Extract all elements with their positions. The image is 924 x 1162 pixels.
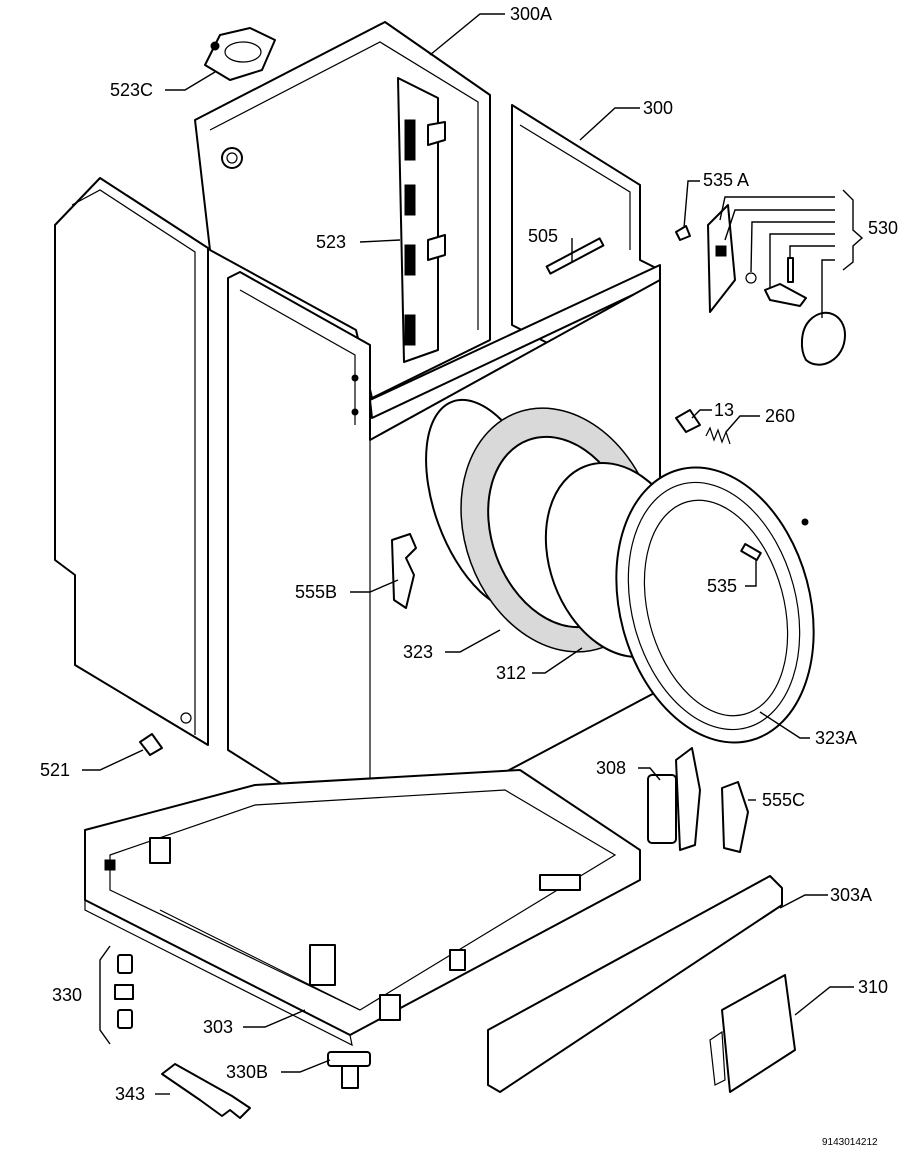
label-505: 505 [528,226,558,246]
left-side-panel [54,177,209,746]
label-13: 13 [714,400,734,420]
label-535a: 535 A [703,170,749,190]
part-555c-catch [721,781,749,853]
label-523c: 523C [110,80,153,100]
label-330: 330 [52,985,82,1005]
leader-lines [82,13,864,1095]
label-555c: 555C [762,790,805,810]
part-308-hinge [647,747,701,851]
part-303-base [84,769,641,1047]
label-303a: 303A [830,885,872,905]
label-312: 312 [496,663,526,683]
part-330-feet [99,945,134,1045]
label-330b: 330B [226,1062,268,1082]
part-521-screw [139,733,163,756]
part-523-bracket [397,77,446,363]
part-535a-pin [675,225,691,241]
label-303: 303 [203,1017,233,1037]
label-300a: 300A [510,4,552,24]
part-labels: 300A 523C 300 535 A 530 523 505 13 260 5… [40,4,898,1148]
part-505-rod [545,237,605,275]
label-300: 300 [643,98,673,118]
drawing-code: 9143014212 [822,1137,878,1148]
part-343-spanner [161,1063,251,1119]
label-310: 310 [858,977,888,997]
label-343: 343 [115,1084,145,1104]
part-555b-catch [391,533,417,609]
part-260-spring [705,426,731,445]
label-521: 521 [40,760,70,780]
label-530: 530 [868,218,898,238]
label-523: 523 [316,232,346,252]
part-303a-plinth [487,875,783,1093]
label-308: 308 [596,758,626,778]
label-260: 260 [765,406,795,426]
label-555b: 555B [295,582,337,602]
label-323: 323 [403,642,433,662]
part-310-cover [709,974,796,1093]
part-323a-door [615,466,815,744]
label-535: 535 [707,576,737,596]
part-330b-foot [327,1051,371,1089]
label-323a: 323A [815,728,857,748]
part-523c-clip [204,27,276,81]
part-13-bushing [675,409,701,433]
